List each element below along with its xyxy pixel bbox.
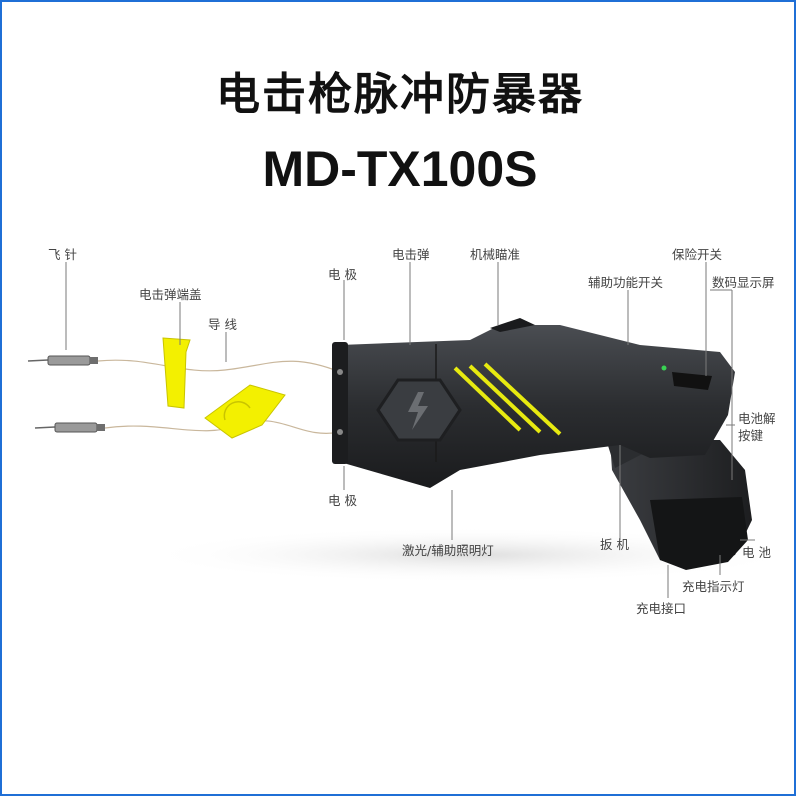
pistol-body: [332, 318, 752, 570]
label-aux-switch: 辅助功能开关: [588, 275, 664, 290]
label-display: 数码显示屏: [712, 275, 775, 290]
safety-switch: [672, 372, 712, 390]
needle-top: [27, 355, 98, 366]
ground-shadow: [140, 527, 800, 583]
sight: [490, 318, 535, 332]
slide: [340, 325, 735, 488]
needle-bottom: [34, 422, 105, 433]
label-laser: 激光/辅助照明灯: [402, 543, 494, 558]
label-safety-switch: 保险开关: [672, 247, 723, 262]
accent-stripes: [453, 362, 562, 436]
battery-pack: [650, 497, 748, 570]
label-wire: 导 线: [208, 317, 237, 332]
label-cartridge: 电击弹: [392, 247, 430, 262]
leader-lines: [65, 262, 755, 598]
label-battery: 电 池: [742, 545, 771, 560]
wire-top: [97, 359, 341, 373]
label-needle: 飞 针: [48, 247, 77, 262]
model-number: MD-TX100S: [262, 141, 538, 197]
label-cartridge-cap: 电击弹端盖: [139, 287, 202, 302]
label-charge-indicator: 充电指示灯: [682, 579, 745, 594]
electrode-top: [337, 369, 343, 375]
label-sight: 机械瞄准: [470, 247, 521, 262]
label-electrode-top: 电 极: [328, 267, 357, 282]
label-battery-release-2: 按键: [738, 428, 764, 443]
electrode-bottom: [337, 429, 343, 435]
label-battery-release-1: 电池解: [738, 411, 776, 426]
label-charge-port: 充电接口: [636, 601, 687, 616]
cartridge-cap-bottom: [204, 384, 286, 439]
muzzle-face: [332, 342, 348, 464]
label-electrode-bottom: 电 极: [328, 493, 357, 508]
product-title: 电击枪脉冲防暴器: [216, 69, 584, 120]
cartridge-cap-top: [162, 337, 191, 409]
label-trigger: 扳 机: [600, 537, 629, 552]
status-led: [661, 365, 667, 371]
